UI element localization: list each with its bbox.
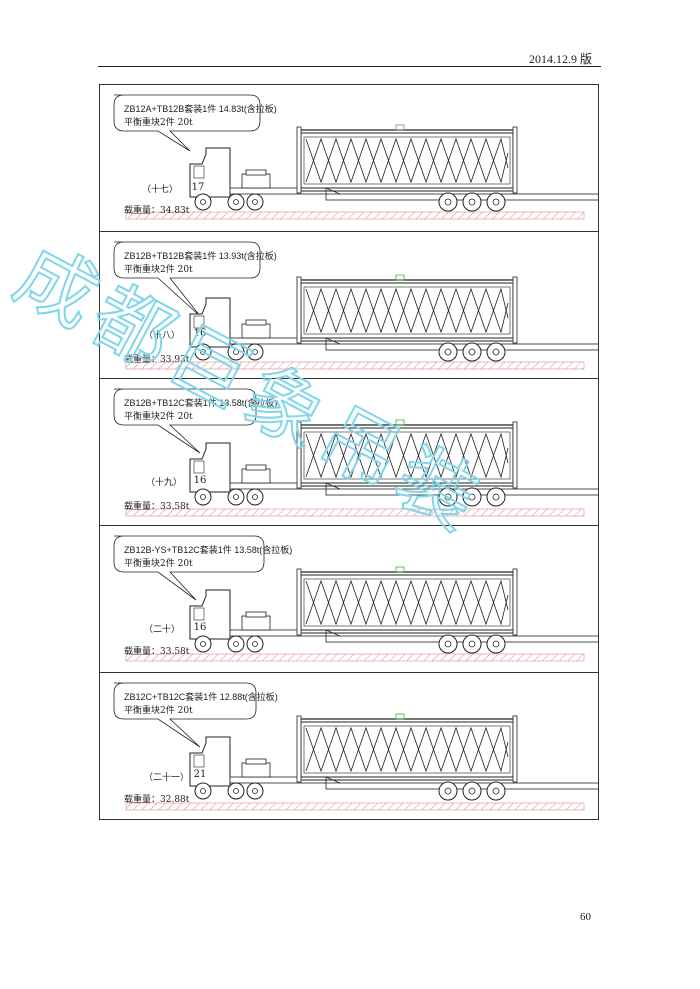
sequence-label: （二十一） bbox=[144, 773, 190, 783]
transport-panel-21: ZB12C+TB12C套装1件 12.88t(含拉板) 平衡重块2件 20t （… bbox=[100, 673, 598, 819]
header-rule bbox=[98, 66, 601, 67]
cargo-description: ZB12B+TB12B套装1件 13.93t(含拉板) bbox=[124, 251, 277, 261]
counterweight-description: 平衡重块2件 20t bbox=[124, 559, 193, 569]
truck-number: 21 bbox=[193, 769, 207, 780]
sequence-label: （二十） bbox=[144, 625, 181, 635]
truck-drawing bbox=[113, 94, 598, 220]
transport-panel-17: ZB12A+TB12B套装1件 14.83t(含拉板) 平衡重块2件 20t （… bbox=[100, 85, 598, 232]
load-weight: 载重量：33.58t bbox=[124, 647, 190, 657]
cargo-description: ZB12C+TB12C套装1件 12.88t(含拉板) bbox=[124, 692, 278, 702]
truck-number: 17 bbox=[191, 182, 205, 193]
transport-panel-18: ZB12B+TB12B套装1件 13.93t(含拉板) 平衡重块2件 20t （… bbox=[100, 232, 598, 379]
truck-drawing bbox=[113, 682, 598, 811]
transport-panel-20: ZB12B-YS+TB12C套装1件 13.58t(含拉板) 平衡重块2件 20… bbox=[100, 526, 598, 673]
cargo-description: ZB12A+TB12B套装1件 14.83t(含拉板) bbox=[124, 104, 277, 114]
truck-number: 16 bbox=[193, 328, 207, 339]
truck-number: 16 bbox=[193, 475, 207, 486]
load-weight: 载重量：33.58t bbox=[124, 502, 190, 512]
truck-drawing bbox=[113, 241, 598, 370]
load-weight: 载重量：32.88t bbox=[124, 795, 190, 805]
transport-panel-19: ZB12B+TB12C套装1件 13.58t(含拉板) 平衡重块2件 20t （… bbox=[100, 379, 598, 526]
load-weight: 载重量：33.93t bbox=[124, 355, 190, 365]
load-weight: 载重量：34.83t bbox=[124, 206, 190, 216]
sequence-label: （十九） bbox=[146, 478, 183, 488]
truck-drawing bbox=[113, 388, 598, 517]
counterweight-description: 平衡重块2件 20t bbox=[124, 265, 193, 275]
page-number: 60 bbox=[580, 911, 591, 923]
counterweight-description: 平衡重块2件 20t bbox=[124, 412, 193, 422]
document-version: 2014.12.9 版 bbox=[528, 52, 592, 66]
sequence-label: （十八） bbox=[144, 331, 181, 341]
counterweight-description: 平衡重块2件 20t bbox=[124, 118, 193, 128]
cargo-description: ZB12B-YS+TB12C套装1件 13.58t(含拉板) bbox=[124, 545, 293, 555]
sequence-label: （十七） bbox=[142, 185, 179, 195]
truck-number: 16 bbox=[193, 622, 207, 633]
truck-drawing bbox=[113, 535, 598, 662]
drawing-frame: ZB12A+TB12B套装1件 14.83t(含拉板) 平衡重块2件 20t （… bbox=[99, 84, 599, 820]
cargo-description: ZB12B+TB12C套装1件 13.58t(含拉板) bbox=[124, 398, 278, 408]
counterweight-description: 平衡重块2件 20t bbox=[124, 706, 193, 716]
